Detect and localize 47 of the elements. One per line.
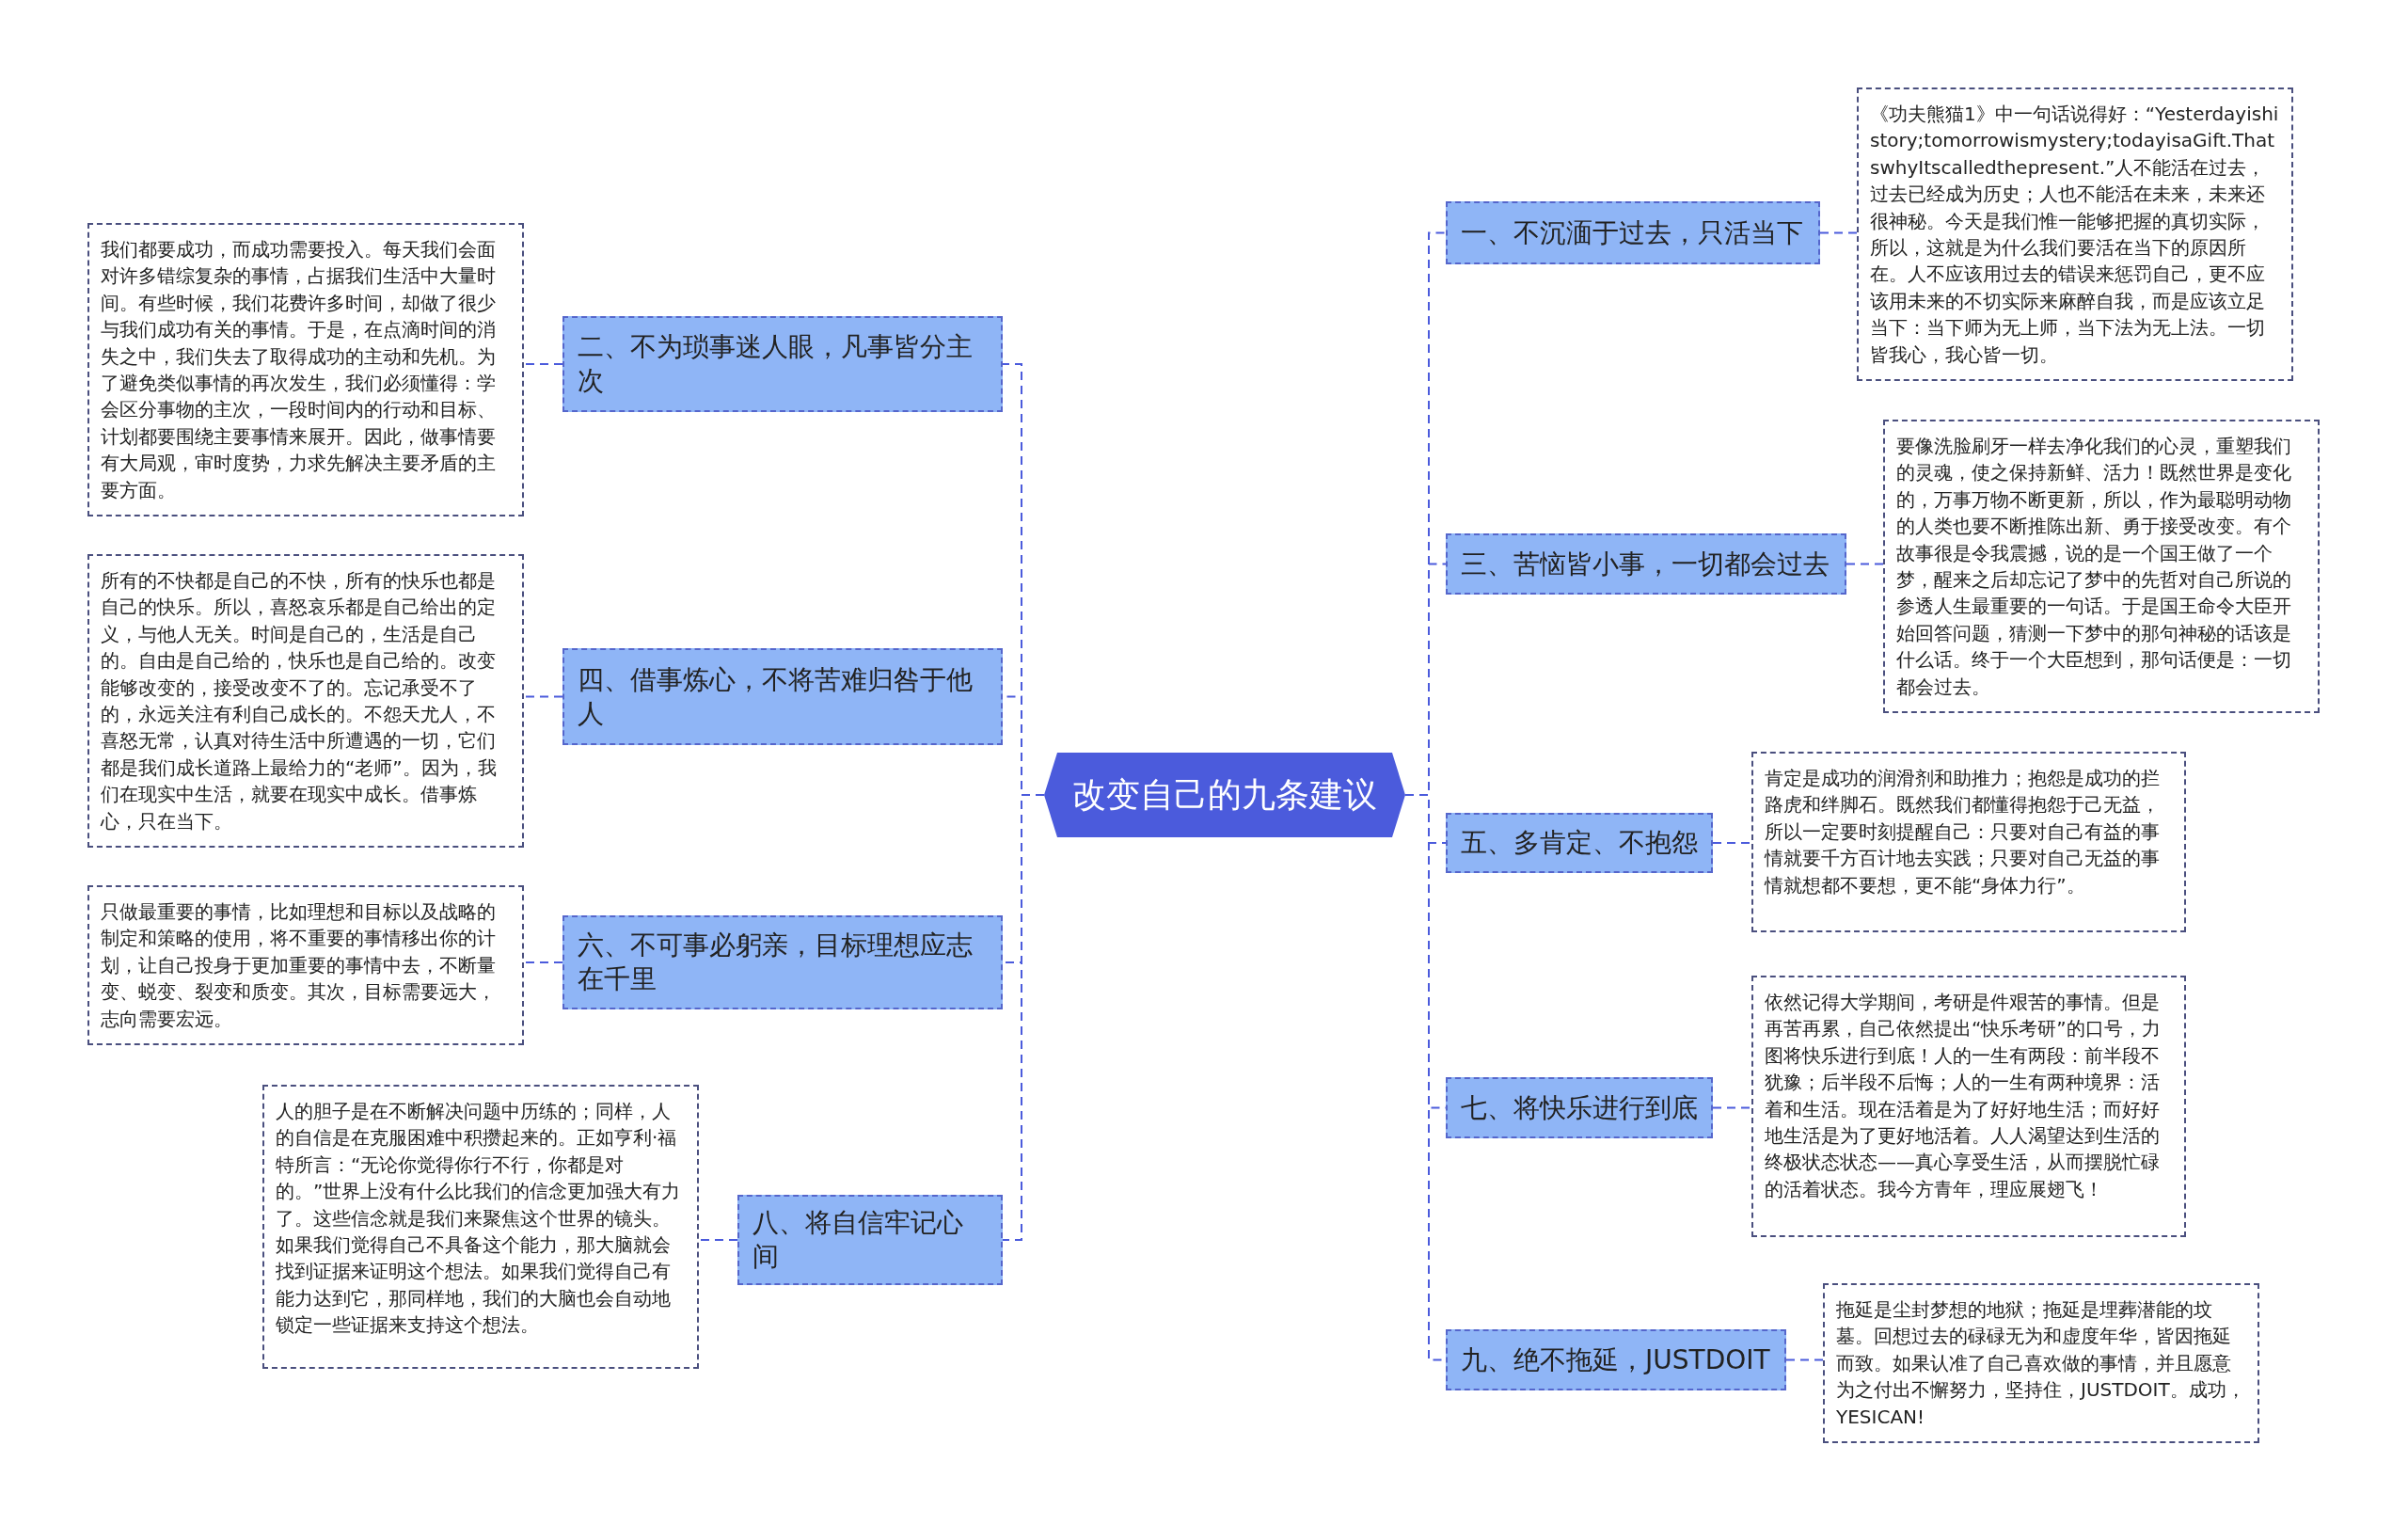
- note-text: 要像洗脸刷牙一样去净化我们的心灵，重塑我们的灵魂，使之保持新鲜、活力！既然世界是变化的，万事万物不断更新，所以，作为最聪明动物的人类也要不断推陈出新、勇于接受改变。有个故事很是令我震撼，说的是一个国王做了一个梦，醒来之后却忘记了梦中的先哲对自己所说的参透人生最重要的一句话。于是国王命令大臣开始回答问题，猜测一下梦中的那句神秘的话该是什么话。终于一个大臣想到，那句话便是：一切都会过去。: [1896, 434, 2292, 700]
- connector-line: [1712, 842, 1752, 844]
- topic-label: 二、不为琐事迷人眼，凡事皆分主次: [578, 330, 974, 398]
- topic-box: [1446, 533, 1846, 595]
- note-text: 只做最重要的事情，比如理想和目标以及战略的制定和策略的使用，将不重要的事情移出你的计划，让自己投身于更加重要的事情中去，不断量变、蜕变、裂变和质变。其次，目标需要远大，志向需要宏远。: [101, 899, 497, 1032]
- note-text: 我们都要成功，而成功需要投入。每天我们会面对许多错综复杂的事情，占据我们生活中大量时间。有些时候，我们花费许多时间，却做了很少与我们成功有关的事情。于是，在点滴时间的消失之中，我们失去了取得成功的主动和先机。为了避免类似事情的再次发生，我们必须懂得：学会区分事物的主次，一段时间内的行动和目标、计划都要围绕主要事情来展开。因此，做事情要有大局观，审时度势，力求先解决主要矛盾的主要方面。: [101, 237, 497, 503]
- note-text: 人的胆子是在不断解决问题中历练的；同样，人的自信是在克服困难中积攒起来的。正如亨利·福特所言：“无论你觉得你行不行，你都是对的。”世界上没有什么比我们的信念更加强大有力了。这些信念就是我们来聚焦这个世界的镜头。如果我们觉得自己不具备这个能力，那大脑就会找到证据来证明这个想法。如果我们觉得自己有能力达到它，那同样地，我们的大脑也会自动地锁定一些证据来支持这个想法。: [276, 1099, 682, 1339]
- note-box: [87, 554, 524, 849]
- topic-box: [562, 316, 1003, 412]
- topic-box: [562, 915, 1003, 1009]
- topic-box: [1446, 1077, 1713, 1138]
- note-box: [1857, 87, 2293, 382]
- connector-line: [1819, 231, 1858, 234]
- topic-box: [1446, 201, 1820, 264]
- topic-box: [737, 1195, 1003, 1285]
- connector-line: [698, 1239, 738, 1241]
- note-box: [262, 1085, 699, 1369]
- topic-label: 六、不可事必躬亲，目标理想应志在千里: [578, 929, 974, 996]
- connector-line: [523, 363, 563, 365]
- topic-label: 一、不沉湎于过去，只活当下: [1461, 215, 1803, 250]
- note-box: [1883, 420, 2320, 714]
- topic-label: 九、绝不拖延，JUSTDOIT: [1461, 1342, 1770, 1377]
- topic-box: [1446, 1329, 1786, 1390]
- topic-label: 四、借事炼心，不将苦难归咎于他人: [578, 662, 974, 731]
- note-text: 依然记得大学期间，考研是件艰苦的事情。但是再苦再累，自己依然提出“快乐考研”的口号，力图将快乐进行到底！人的一生有两段：前半段不犹豫；后半段不后悔；人的一生有两种境界：活着和生活。现在活着是为了好好地生活；而好好地生活是为了更好地活着。人人渴望达到生活的终极状态状态——真心享受生活，从而摆脱忙碌的活着状态。我今方青年，理应展翅飞！: [1765, 990, 2162, 1202]
- note-box: [1823, 1283, 2259, 1444]
- note-text: 拖延是尘封梦想的地狱；拖延是埋葬潜能的坟墓。回想过去的碌碌无为和虚度年华，皆因拖延而致。如果认准了自己喜欢做的事情，并且愿意为之付出不懈努力，坚持住，JUSTDOIT。成功，YESICAN!: [1836, 1297, 2246, 1430]
- note-box: [87, 885, 524, 1046]
- topic-label: 八、将自信牢记心间: [752, 1206, 964, 1274]
- topic-label: 七、将快乐进行到底: [1461, 1090, 1698, 1125]
- note-box: [1751, 752, 2186, 932]
- connector-line: [523, 961, 563, 963]
- topic-box: [562, 648, 1003, 745]
- connector-line: [523, 695, 563, 698]
- connector-line: [1712, 1106, 1752, 1109]
- note-box: [1751, 976, 2186, 1237]
- note-text: 肯定是成功的润滑剂和助推力；抱怨是成功的拦路虎和绊脚石。既然我们都懂得抱怨于己无益，所以一定要时刻提醒自己：只要对自己有益的事情就要千方百计地去实践；只要对自己无益的事情就想都不要想，更不能“身体力行”。: [1765, 766, 2161, 898]
- note-box: [87, 223, 524, 517]
- central-topic: [1044, 753, 1405, 837]
- connector-line: [1785, 1358, 1824, 1361]
- connector-line: [1846, 563, 1884, 565]
- topic-title: 改变自己的九条建议: [1072, 773, 1377, 816]
- topic-box: [1446, 813, 1713, 873]
- topic-label: 五、多肯定、不抱怨: [1461, 826, 1698, 860]
- note-text: 《功夫熊猫1》中一句话说得好：“Yesterdayishistory;tomorrowismystery;todayisaGift.ThatswhyItscalledthepresent.”人不能活在过去，过去已经成为历史；人也不能活在未来，未来还很神秘。今天是我们惟一能够把握的真切实际，所以，这就是为什么我们要活在当下的原因所在。人不应该用过去的错误来惩罚自己，更不应该用未来的不切实际来麻醉自我，而是应该立足当下：当下师为无上师，当下法为无上法。一切皆我心，我心皆一切。: [1870, 102, 2280, 368]
- topic-label: 三、苦恼皆小事，一切都会过去: [1461, 547, 1830, 581]
- note-text: 所有的不快都是自己的不快，所有的快乐也都是自己的快乐。所以，喜怒哀乐都是自己给出的定义，与他人无关。时间是自己的，生活是自己的。自由是自己给的，快乐也是自己给的。改变能够改变的，接受改变不了的。忘记承受不了的，永远关注有利自己成长的。不怨天尤人，不喜怒无常，认真对待生活中所遭遇的一切，它们都是我们成长道路上最给力的“老师”。因为，我们在现实中生活，就要在现实中成长。借事炼心，只在当下。: [101, 568, 498, 834]
